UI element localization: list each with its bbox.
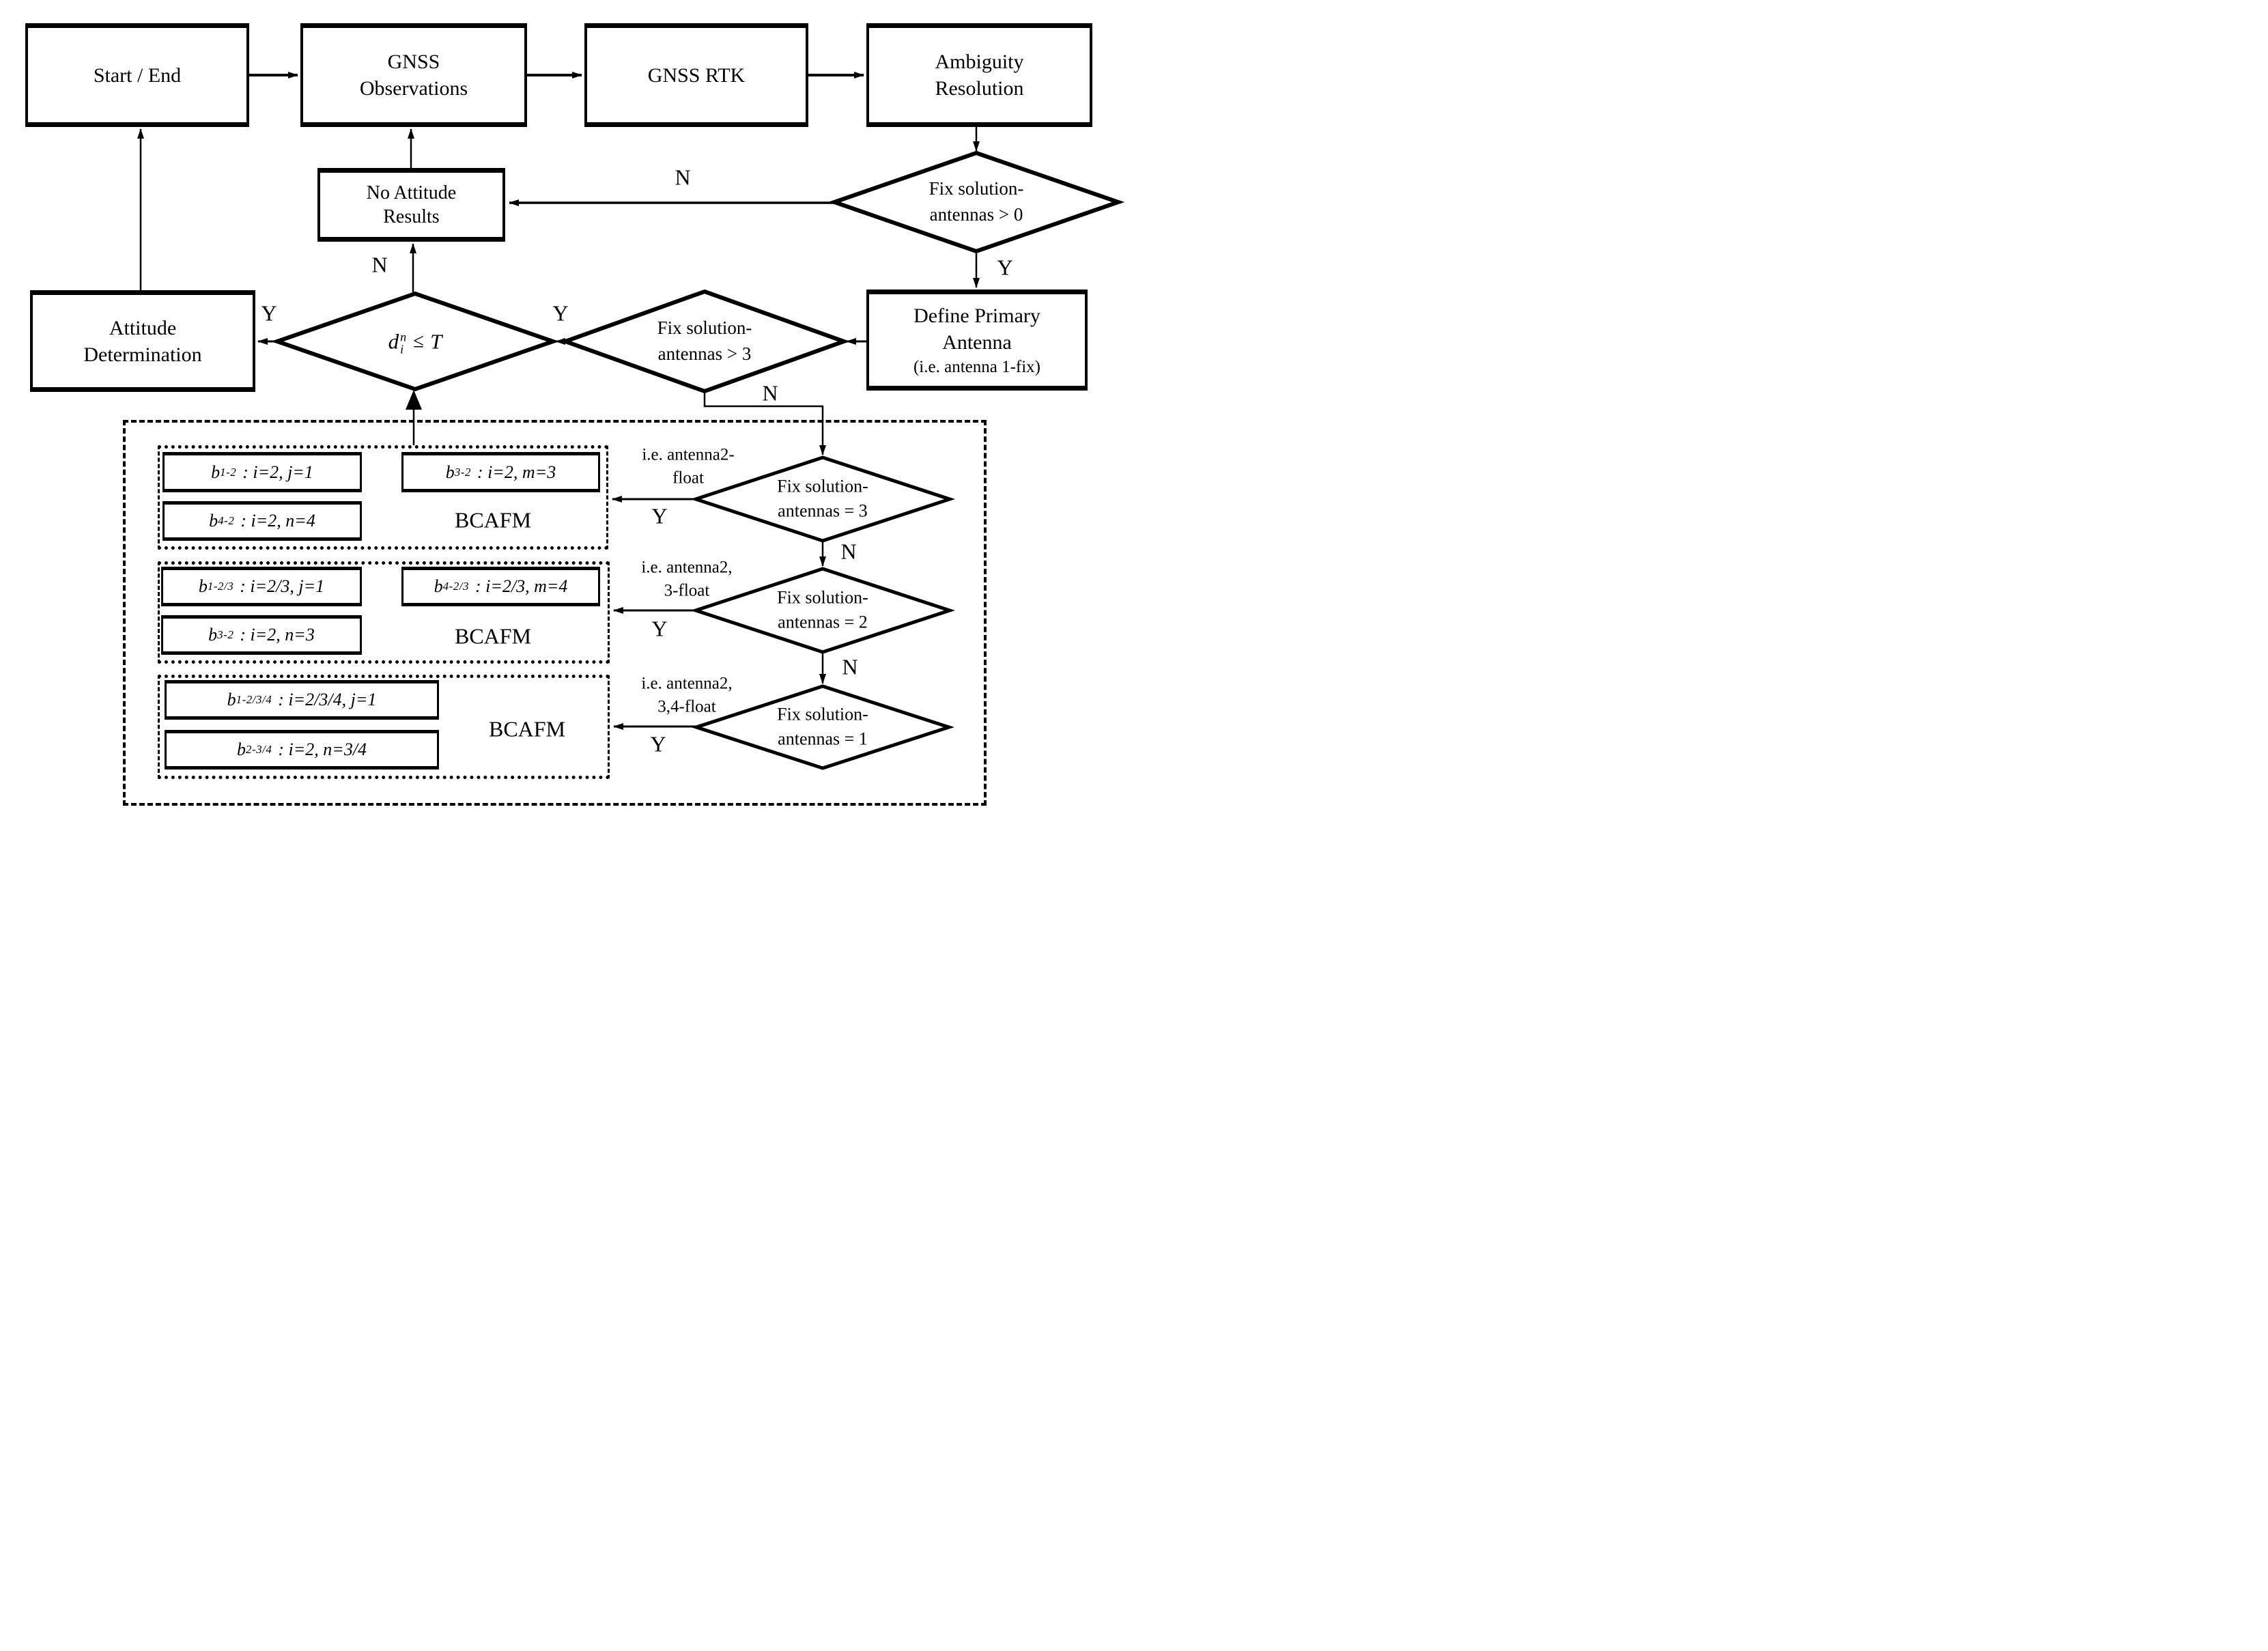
formula-sub: 1-2/3	[207, 580, 234, 593]
formula-cond: : i=2, m=3	[477, 462, 556, 482]
formula-base: b	[236, 739, 246, 759]
bcafm-label-group2: BCAFM	[454, 623, 532, 649]
bcafm-group2-container	[158, 561, 610, 664]
note-fix-eq1: i.e. antenna2, 3,4-float	[641, 674, 733, 716]
note-fix-eq2: i.e. antenna2, 3-float	[641, 558, 733, 599]
decision-fix-gt0-label: Fix solution- antennas > 0	[929, 178, 1024, 225]
bcafm-group1-container	[158, 445, 608, 550]
branch-label-fix-gt0-no: N	[675, 165, 691, 190]
decision-fix-gt0-shape	[827, 150, 1125, 254]
define-primary-main: Define Primary Antenna	[913, 305, 1040, 354]
formula-cond: : i=2/3, m=4	[474, 576, 568, 596]
branch-label-fix-gt3-yes: Y	[552, 300, 569, 326]
node-no-attitude-results: No Attitude Results	[317, 168, 505, 242]
formula-cond: : i=2/3, j=1	[240, 576, 325, 596]
node-gnss-observations: GNSS Observations	[300, 23, 527, 127]
branch-label-fix-eq1-yes: Y	[650, 731, 666, 757]
formula-sub: 1-2/3/4	[236, 693, 272, 706]
node-define-primary-antenna: Define Primary Antenna (i.e. antenna 1-f…	[866, 290, 1088, 391]
branch-label-fix-eq3-yes: Y	[651, 503, 668, 528]
formula-base: b	[445, 462, 455, 482]
decision-fix-eq1-label: Fix solution- antennas = 1	[777, 704, 868, 749]
define-primary-note: (i.e. antenna 1-fix)	[913, 358, 1041, 376]
formula-base: b	[211, 462, 221, 482]
flowchart-canvas: Start / End GNSS Observations GNSS RTK A…	[0, 0, 1134, 825]
dt-subscript: i	[400, 341, 404, 356]
formula-base: b	[434, 576, 443, 596]
bcafm-label-group3: BCAFM	[488, 716, 566, 742]
dt-variable: d	[388, 329, 399, 354]
bcafm-outer-container	[123, 420, 987, 806]
formula-sub: 3-2	[454, 465, 471, 479]
branch-label-fix-eq2-no: N	[842, 654, 858, 679]
formula-base: b	[209, 511, 218, 531]
formula-sub: 3-2	[217, 628, 234, 641]
decision-fix-eq2-label: Fix solution- antennas = 2	[777, 587, 868, 632]
node-start-end: Start / End	[25, 23, 249, 127]
note-fix-eq3: i.e. antenna2- float	[642, 445, 735, 487]
formula-cond: : i=2/3/4, j=1	[278, 690, 377, 709]
formula-sub: 4-2/3	[442, 580, 469, 593]
formula-cond: : i=2, n=3	[240, 625, 315, 645]
dt-relation: ≤	[413, 330, 425, 352]
branch-label-fix-gt0-yes: Y	[997, 255, 1013, 280]
branch-label-dt-yes: Y	[261, 300, 277, 326]
dt-threshold: T	[430, 329, 442, 354]
branch-label-dt-no: N	[371, 252, 388, 277]
bcafm-label-group1: BCAFM	[454, 507, 532, 533]
decision-fix-gt3-shape	[559, 289, 850, 394]
decision-fix-eq2-shape	[690, 567, 956, 654]
bcafm-group3-container	[158, 675, 610, 779]
decision-fix-eq3-shape	[690, 455, 956, 543]
arrow-fix-gt3-no-to-fix-eq3	[703, 391, 826, 455]
branch-label-fix-eq2-yes: Y	[651, 616, 668, 641]
formula-sub: 1-2	[220, 465, 237, 479]
formula-base: b	[198, 576, 208, 596]
decision-fix-eq3-label: Fix solution- antennas = 3	[777, 476, 868, 521]
formula-base: b	[208, 625, 218, 645]
node-ambiguity-resolution: Ambiguity Resolution	[866, 23, 1092, 127]
decision-fix-eq1-shape	[690, 684, 955, 770]
formula-cond: : i=2, n=4	[240, 511, 315, 531]
decision-fix-gt3-label: Fix solution- antennas > 3	[657, 318, 752, 364]
formula-sub: 2-3/4	[245, 743, 272, 756]
decision-dt-shape	[270, 291, 560, 392]
branch-label-fix-gt3-no: N	[762, 380, 778, 406]
node-gnss-rtk: GNSS RTK	[584, 23, 808, 127]
node-attitude-determination: Attitude Determination	[30, 290, 255, 392]
branch-label-fix-eq3-no: N	[840, 539, 857, 564]
formula-cond: : i=2, n=3/4	[278, 739, 367, 759]
formula-sub: 4-2	[218, 514, 235, 527]
flowchart-wires	[137, 72, 1125, 770]
arrowhead-group1-to-dt	[406, 390, 422, 410]
dt-superscript: n	[400, 329, 407, 343]
formula-base: b	[227, 690, 236, 709]
formula-cond: : i=2, j=1	[242, 462, 313, 482]
